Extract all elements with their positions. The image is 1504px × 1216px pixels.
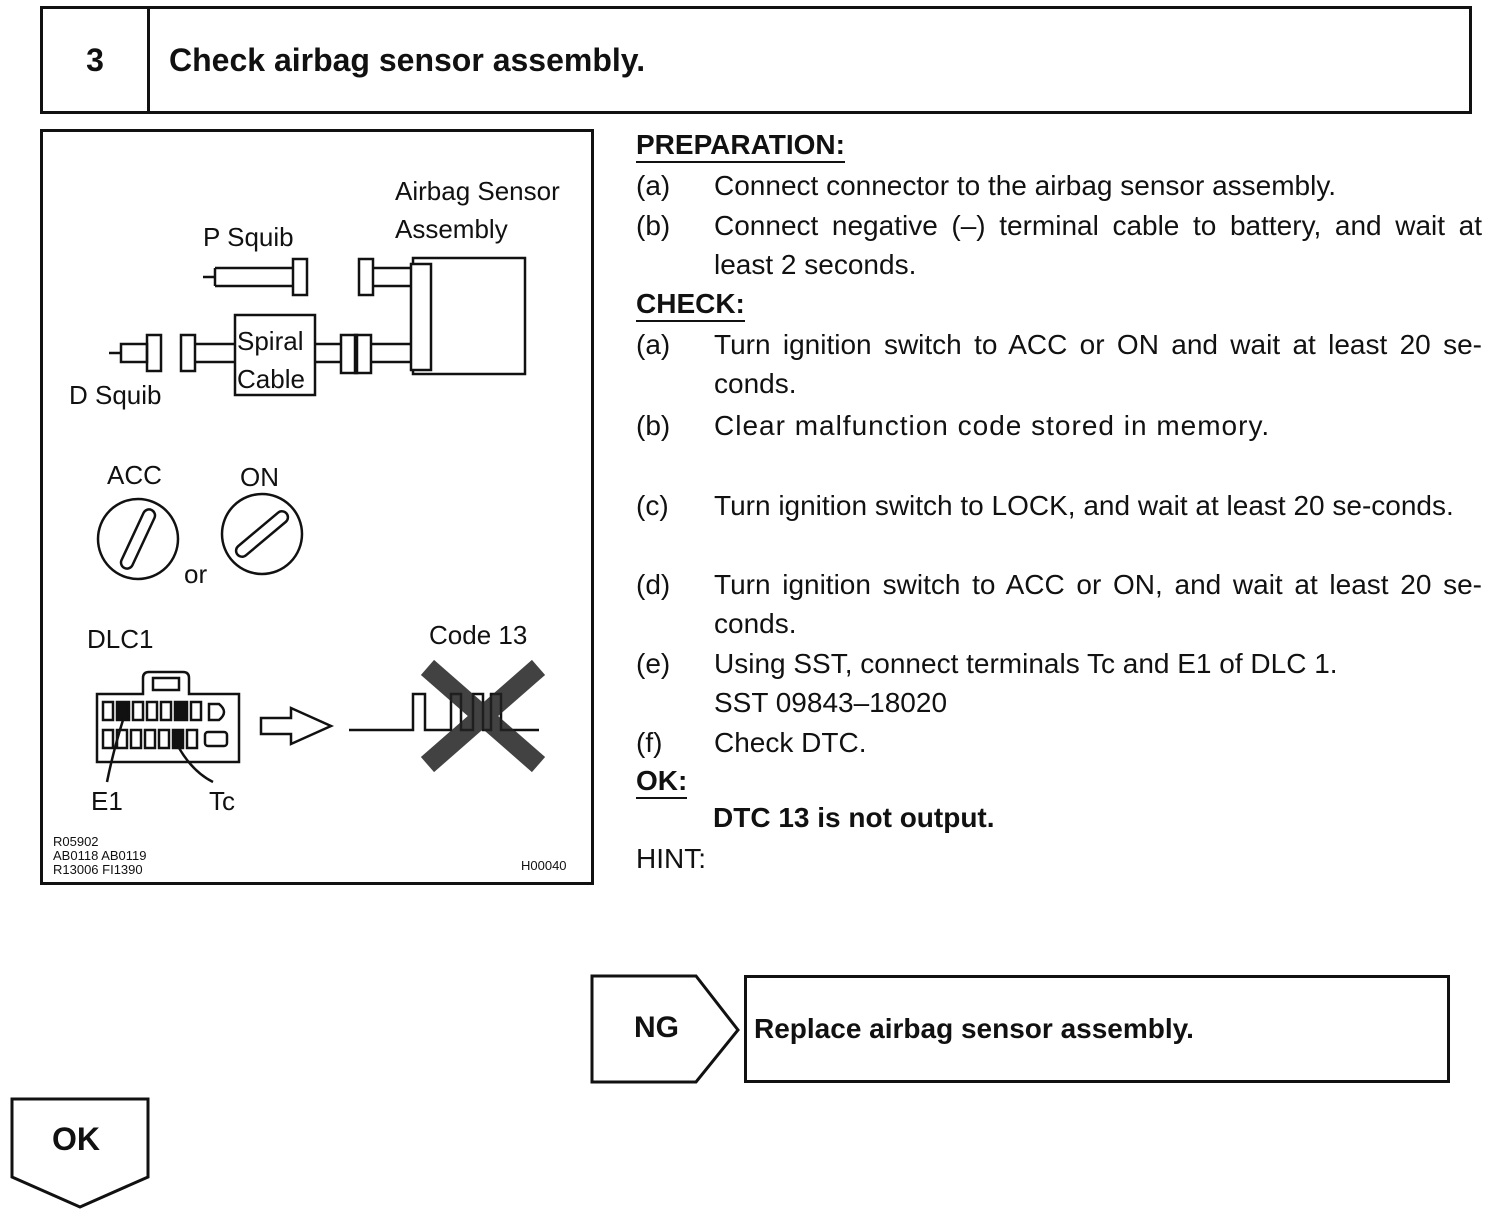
p-squib-connector xyxy=(291,257,309,297)
ref-code-1: R05902 xyxy=(53,834,99,849)
label-dlc1: DLC1 xyxy=(87,624,153,654)
step-number: 3 xyxy=(43,9,150,111)
check-item-a-label: (a) xyxy=(636,329,671,360)
label-spiral: Spiral xyxy=(237,326,303,356)
figure-id: H00040 xyxy=(521,858,567,873)
label-airbag-sensor-1: Airbag Sensor xyxy=(395,176,560,206)
ng-flow-box: NG xyxy=(590,974,742,1091)
ref-code-2: AB0118 AB0119 xyxy=(53,848,147,863)
label-p-squib: P Squib xyxy=(203,222,294,252)
check-item-d-label: (d) xyxy=(636,569,671,600)
ng-label: NG xyxy=(634,1011,679,1044)
check-item-c-text: Turn ignition switch to LOCK, and wait a… xyxy=(714,490,1454,521)
prep-item-a-label: (a) xyxy=(636,170,671,201)
illustration-svg: Airbag Sensor Assembly P Squib D Squib S… xyxy=(53,176,567,877)
label-tc: Tc xyxy=(209,786,235,816)
label-on: ON xyxy=(240,462,279,492)
preparation-heading: PREPARATION: xyxy=(636,129,845,163)
check-item-c-label: (c) xyxy=(636,490,669,521)
label-cable: Cable xyxy=(237,364,305,394)
mid-connector-1 xyxy=(339,333,359,375)
prep-item-b-text: Connect negative (–) terminal cable to b… xyxy=(714,210,1482,280)
label-or: or xyxy=(184,559,207,589)
ok-heading: OK: xyxy=(636,765,688,799)
check-item-b-label: (b) xyxy=(636,410,671,441)
check-item-d-text: Turn ignition switch to ACC or ON, and w… xyxy=(714,569,1482,639)
ok-result: DTC 13 is not output. xyxy=(713,802,995,833)
check-item-a-text: Turn ignition switch to ACC or ON and wa… xyxy=(714,329,1482,399)
ng-action-box: Replace airbag sensor assembly. xyxy=(744,975,1450,1083)
mid-connector-2 xyxy=(353,333,373,375)
label-e1: E1 xyxy=(91,786,123,816)
upper-connector xyxy=(357,257,375,297)
hint-label: HINT: xyxy=(636,843,706,874)
d-squib-connector-right xyxy=(179,333,197,373)
check-item-b-text: Clear malfunction code stored in memory. xyxy=(714,410,1271,441)
airbag-sensor-connector xyxy=(409,262,433,372)
check-item-e-text: Using SST, connect terminals Tc and E1 o… xyxy=(714,648,1338,679)
check-item-e-sst: SST 09843–18020 xyxy=(714,687,948,718)
prep-item-b-label: (b) xyxy=(636,210,671,241)
code13-cross xyxy=(420,659,546,773)
check-item-f-label: (f) xyxy=(636,727,663,758)
ok-flow-label: OK xyxy=(52,1121,100,1157)
d-squib-connector-left xyxy=(145,333,163,373)
label-code13: Code 13 xyxy=(429,620,527,650)
prep-item-a-text: Connect connector to the airbag sensor a… xyxy=(714,170,1337,201)
step-header: 3 Check airbag sensor assembly. xyxy=(40,6,1472,114)
dlc1-connector xyxy=(95,670,241,764)
step-title: Check airbag sensor assembly. xyxy=(169,41,646,78)
acc-key-circle xyxy=(96,497,180,581)
ref-code-3: R13006 FI1390 xyxy=(53,862,143,877)
label-airbag-sensor-2: Assembly xyxy=(395,214,508,244)
spiral-cable-box xyxy=(233,313,317,397)
check-item-f-text: Check DTC. xyxy=(714,727,867,758)
illustration: Airbag Sensor Assembly P Squib D Squib S… xyxy=(40,129,594,885)
ng-arrow-shape xyxy=(590,974,740,1084)
check-item-e-label: (e) xyxy=(636,648,671,679)
right-arrow xyxy=(259,706,335,746)
ok-flow-box: OK xyxy=(10,1097,152,1216)
label-d-squib: D Squib xyxy=(69,380,162,410)
ok-arrow-shape xyxy=(10,1097,150,1209)
label-acc: ACC xyxy=(107,460,162,490)
check-heading: CHECK: xyxy=(636,288,745,322)
on-key-circle xyxy=(220,492,304,576)
